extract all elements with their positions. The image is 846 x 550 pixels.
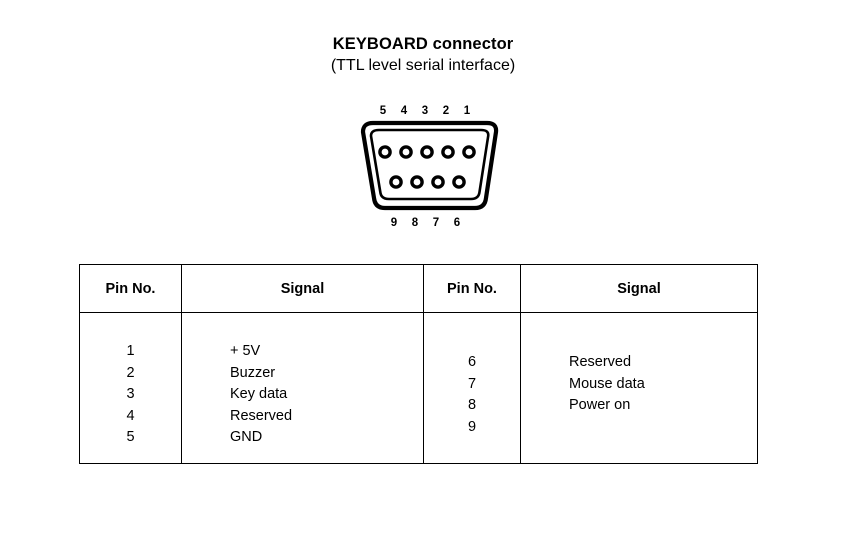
signal-pin-2: Buzzer	[230, 364, 276, 381]
connector-outer-shell	[360, 120, 499, 211]
figure-title: KEYBOARD connector	[332, 35, 514, 53]
table-header-row: Pin No. Signal Pin No. Signal	[79, 264, 758, 313]
connector-pin-label-1: 1	[463, 105, 471, 117]
column-header-signal-right: Signal	[520, 264, 758, 313]
cell-pin-numbers-left: 1 2 3 4 5	[79, 312, 182, 464]
signal-pin-9	[569, 417, 757, 439]
signal-pin-3: Key data	[230, 386, 288, 403]
pin-number-9: 9	[467, 418, 477, 435]
signal-pin-4: Reserved	[230, 407, 293, 424]
connector-inner-wall	[369, 128, 490, 201]
signal-pin-1: + 5V	[230, 343, 261, 360]
pin-number-5: 5	[126, 429, 135, 446]
signal-pin-7: Mouse data	[569, 375, 645, 392]
figure-subtitle: (TTL level serial interface)	[330, 57, 516, 74]
connector-pin-label-5: 5	[379, 105, 387, 117]
connector-pin-label-6: 6	[453, 217, 461, 229]
connector-pin-label-8: 8	[411, 217, 419, 229]
connector-top-pin-labels: 5 4 3 2 1	[350, 104, 510, 118]
signal-pin-5: GND	[230, 429, 263, 446]
cell-pin-numbers-right: 6 7 8 9	[423, 312, 521, 464]
signal-pin-8: Power on	[569, 397, 631, 413]
pin-number-7: 7	[467, 375, 477, 392]
connector-pin-holes-top	[378, 145, 476, 159]
connector-pin-label-2: 2	[442, 105, 450, 117]
pin-number-2: 2	[126, 364, 135, 381]
connector-pin-holes-bottom	[389, 175, 466, 189]
pin-number-3: 3	[126, 386, 135, 403]
pinout-table: Pin No. Signal Pin No. Signal 1 2 3 4 5 …	[79, 264, 758, 464]
pin-number-4: 4	[126, 407, 135, 424]
connector-pin-label-9: 9	[390, 217, 398, 229]
pin-number-6: 6	[467, 354, 477, 370]
connector-pin-label-3: 3	[421, 105, 429, 117]
figure-heading: KEYBOARD connector (TTL level serial int…	[0, 34, 846, 76]
column-header-pin-no-right: Pin No.	[423, 264, 521, 313]
column-header-signal-left: Signal	[181, 264, 424, 313]
cell-signals-right: Reserved Mouse data Power on	[520, 312, 758, 464]
pin-number-1: 1	[126, 343, 135, 360]
signal-pin-6: Reserved	[569, 354, 632, 370]
pin-number-8: 8	[467, 397, 477, 413]
cell-signals-left: + 5V Buzzer Key data Reserved GND	[181, 312, 424, 464]
column-header-pin-no-left: Pin No.	[79, 264, 182, 313]
connector-pin-label-4: 4	[400, 105, 408, 117]
connector-bottom-pin-labels: 9 8 7 6	[350, 216, 510, 230]
dsub9-connector-icon	[360, 120, 499, 211]
table-body-row: 1 2 3 4 5 + 5V Buzzer Key data Reserved …	[79, 312, 758, 464]
connector-diagram: 5 4 3 2 1 9 8 7 6	[350, 100, 510, 240]
connector-pin-label-7: 7	[432, 217, 440, 229]
